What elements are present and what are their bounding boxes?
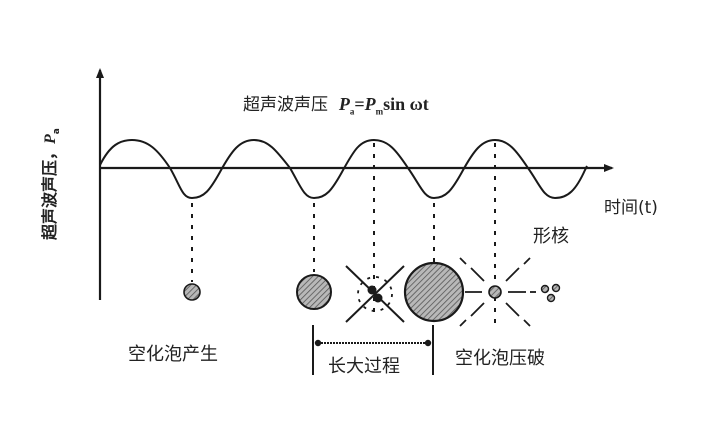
y-axis-label: 超声波声压，Pa [36,128,62,240]
y-axis-symbol-sub: a [52,128,63,135]
formula-rhs-sub: m [375,106,384,117]
pressure-wave [99,138,588,200]
growth-bracket [312,325,434,375]
formula-equals: = [354,94,365,114]
compression-cross-icon [345,265,405,323]
formula-lhs: P [338,94,350,114]
formula-rest: sin ωt [383,94,429,114]
diagram-title: 超声波声压 Pa=Pmsin ωt [243,90,429,117]
y-axis-label-text: 超声波声压， [40,143,59,240]
stage-label-collapse: 空化泡压破 [455,348,545,369]
bubble-medium [296,274,332,310]
x-axis-label: 时间(t) [604,198,658,218]
y-axis-symbol: P [42,134,59,144]
bubble-large [403,261,465,323]
formula-lhs-sub: a [349,106,355,117]
formula: Pa=Pmsin ωt [338,94,429,117]
title-text: 超声波声压 [243,95,328,115]
formula-rhs: P [364,94,376,114]
bubble-small [183,283,201,301]
stage-label-generation: 空化泡产生 [128,344,218,365]
stage-label-growth: 长大过程 [328,356,400,377]
collapse-burst-icon [459,257,536,327]
nuclei-cluster-icon [540,283,561,303]
stage-label-nucleation: 形核 [533,226,569,247]
